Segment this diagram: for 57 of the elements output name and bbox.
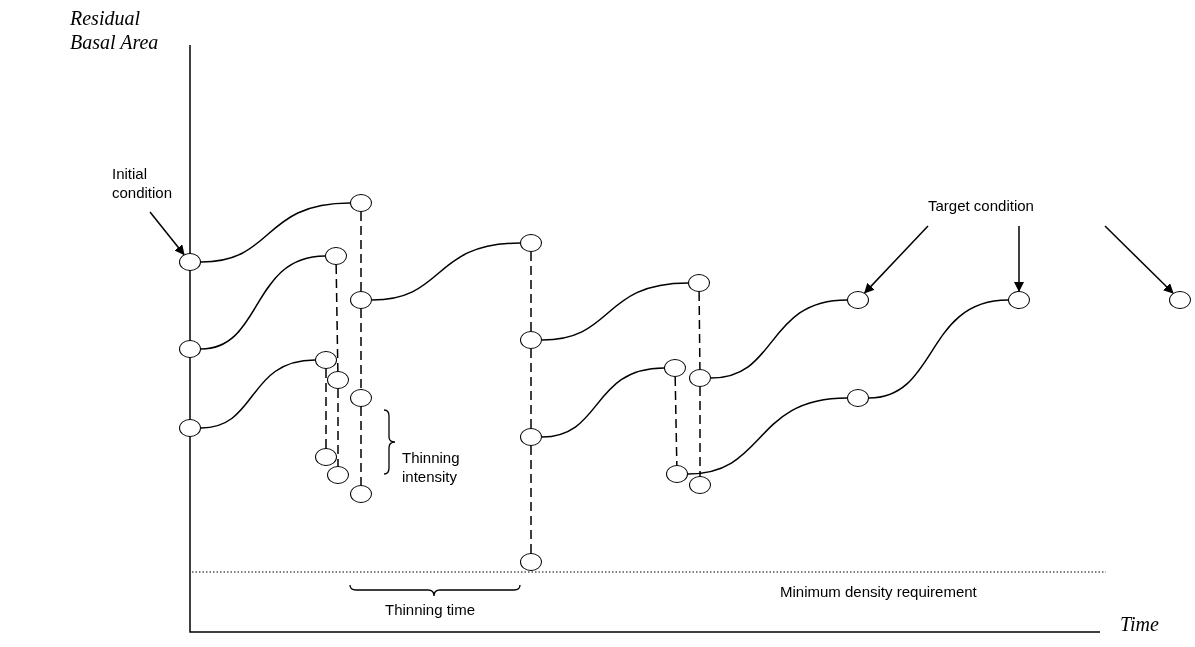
- state-circle: [327, 371, 349, 389]
- state-circle: [664, 359, 686, 377]
- thinning-line: [530, 348, 532, 429]
- state-circle: [847, 291, 869, 309]
- callout-label: Initial condition: [112, 164, 186, 202]
- thinning-line: [699, 386, 701, 477]
- thinning-line: [698, 291, 701, 370]
- state-circle: [666, 465, 688, 483]
- state-circle: [520, 553, 542, 571]
- growth-curve: [710, 299, 848, 379]
- thinning-line: [325, 368, 327, 449]
- state-circle: [325, 247, 347, 265]
- arrow: [149, 211, 185, 256]
- axis-title: Time: [1120, 612, 1160, 636]
- state-circle: [688, 274, 710, 292]
- arrow: [1104, 225, 1174, 294]
- state-circle: [689, 476, 711, 494]
- thinning-line: [360, 308, 362, 390]
- arrow: [864, 225, 929, 294]
- growth-curve: [541, 282, 689, 341]
- state-circle: [520, 234, 542, 252]
- growth-curve: [371, 242, 521, 301]
- state-circle: [179, 419, 201, 437]
- thinning-line: [335, 264, 339, 372]
- state-circle: [520, 428, 542, 446]
- state-circle: [847, 389, 869, 407]
- state-circle: [179, 340, 201, 358]
- growth-curve: [200, 255, 326, 350]
- state-circle: [1008, 291, 1030, 309]
- state-circle: [520, 331, 542, 349]
- thinning-line: [360, 406, 362, 486]
- annotation-label: Thinning time: [385, 600, 477, 619]
- state-circle: [350, 291, 372, 309]
- thinning-line: [337, 388, 339, 467]
- thinning-line: [674, 376, 678, 466]
- state-circle: [315, 448, 337, 466]
- callout-label: Target condition: [928, 196, 1078, 215]
- growth-curve: [868, 299, 1009, 399]
- thinning-line: [530, 251, 532, 332]
- growth-curve: [200, 359, 316, 429]
- state-circle: [1169, 291, 1191, 309]
- state-circle: [327, 466, 349, 484]
- state-circle: [350, 389, 372, 407]
- growth-curve: [687, 397, 848, 475]
- state-circle: [315, 351, 337, 369]
- growth-curve: [541, 367, 665, 438]
- thinning-line: [360, 211, 362, 292]
- annotation-label: Thinning intensity: [402, 448, 461, 486]
- state-circle: [689, 369, 711, 387]
- state-circle: [350, 485, 372, 503]
- arrow: [1014, 225, 1024, 292]
- state-circle: [350, 194, 372, 212]
- growth-curve: [200, 202, 351, 263]
- axis-title: Residual Basal Area: [70, 6, 160, 54]
- state-circle: [179, 253, 201, 271]
- thinning-line: [530, 445, 532, 554]
- annotation-label: Minimum density requirement: [780, 582, 978, 601]
